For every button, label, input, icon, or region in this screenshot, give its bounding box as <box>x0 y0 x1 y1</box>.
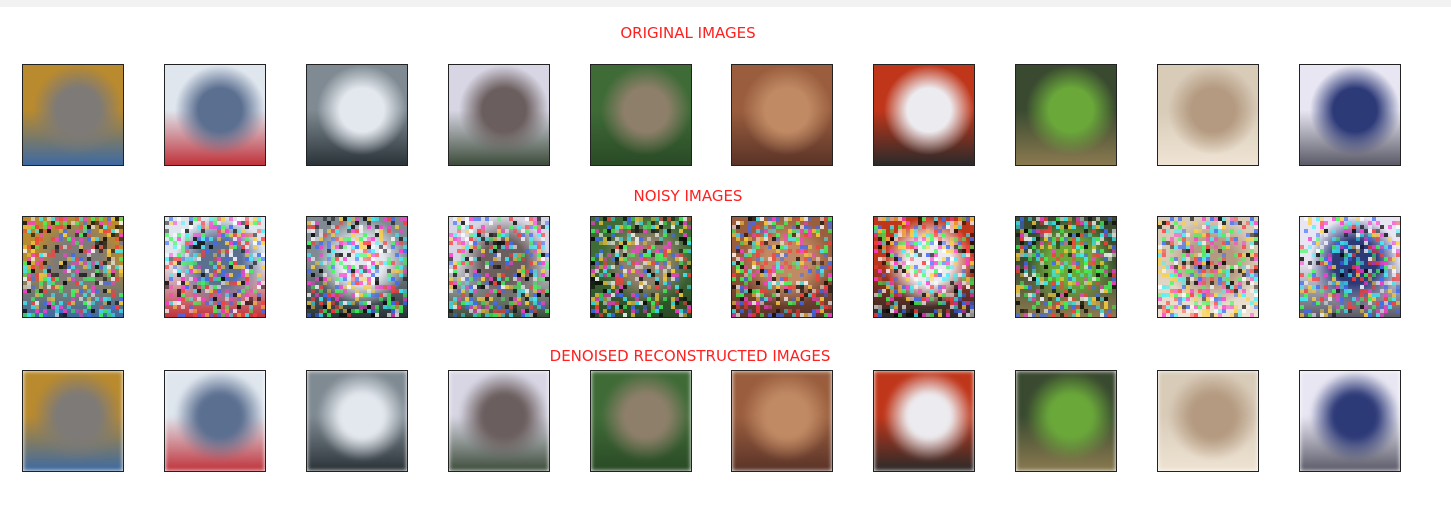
image-content <box>1300 65 1400 165</box>
noisy-cat-light-image <box>1157 216 1259 318</box>
noisy-row-title: NOISY IMAGES <box>633 187 743 205</box>
image-content <box>165 371 265 471</box>
denoised-airplane-image <box>448 370 550 472</box>
image-content <box>1158 371 1258 471</box>
image-content <box>165 65 265 165</box>
original-frog-image <box>590 64 692 166</box>
noise-overlay <box>449 217 549 317</box>
noisy-frog-image <box>590 216 692 318</box>
image-content <box>874 371 974 471</box>
noisy-tree-frog-image <box>1015 216 1117 318</box>
noise-overlay <box>874 217 974 317</box>
denoised-cat-light-image <box>1157 370 1259 472</box>
noise-overlay <box>1158 217 1258 317</box>
noisy-airplane-image <box>448 216 550 318</box>
original-airplane-image <box>448 64 550 166</box>
image-content <box>1158 65 1258 165</box>
noise-overlay <box>1300 217 1400 317</box>
noise-overlay <box>23 217 123 317</box>
image-content <box>732 65 832 165</box>
noisy-cat-image <box>22 216 124 318</box>
denoised-car-image <box>873 370 975 472</box>
image-content <box>1016 65 1116 165</box>
original-cat-light-image <box>1157 64 1259 166</box>
noise-overlay <box>591 217 691 317</box>
noise-overlay <box>307 217 407 317</box>
image-content <box>1300 371 1400 471</box>
image-content <box>23 65 123 165</box>
noise-overlay <box>1016 217 1116 317</box>
noisy-ship-image <box>164 216 266 318</box>
image-content <box>874 65 974 165</box>
image-content <box>449 371 549 471</box>
noise-overlay <box>732 217 832 317</box>
original-row-title: ORIGINAL IMAGES <box>620 24 756 42</box>
image-content <box>23 371 123 471</box>
denoised-row-title: DENOISED RECONSTRUCTED IMAGES <box>549 347 831 365</box>
noise-overlay <box>165 217 265 317</box>
denoised-toad-image <box>731 370 833 472</box>
denoised-tree-frog-image <box>1015 370 1117 472</box>
image-content <box>591 65 691 165</box>
noisy-boat-image <box>306 216 408 318</box>
original-car-image <box>873 64 975 166</box>
denoised-boat-image <box>306 370 408 472</box>
denoised-cat-image <box>22 370 124 472</box>
original-boat-image <box>306 64 408 166</box>
noisy-toad-image <box>731 216 833 318</box>
noisy-car-image <box>873 216 975 318</box>
original-tree-frog-image <box>1015 64 1117 166</box>
image-content <box>449 65 549 165</box>
image-content <box>307 65 407 165</box>
noisy-truck-image <box>1299 216 1401 318</box>
denoised-frog-image <box>590 370 692 472</box>
original-cat-image <box>22 64 124 166</box>
original-truck-image <box>1299 64 1401 166</box>
image-content <box>591 371 691 471</box>
denoised-truck-image <box>1299 370 1401 472</box>
image-content <box>307 371 407 471</box>
original-toad-image <box>731 64 833 166</box>
top-strip <box>0 0 1451 7</box>
image-content <box>732 371 832 471</box>
image-content <box>1016 371 1116 471</box>
denoised-ship-image <box>164 370 266 472</box>
original-ship-image <box>164 64 266 166</box>
